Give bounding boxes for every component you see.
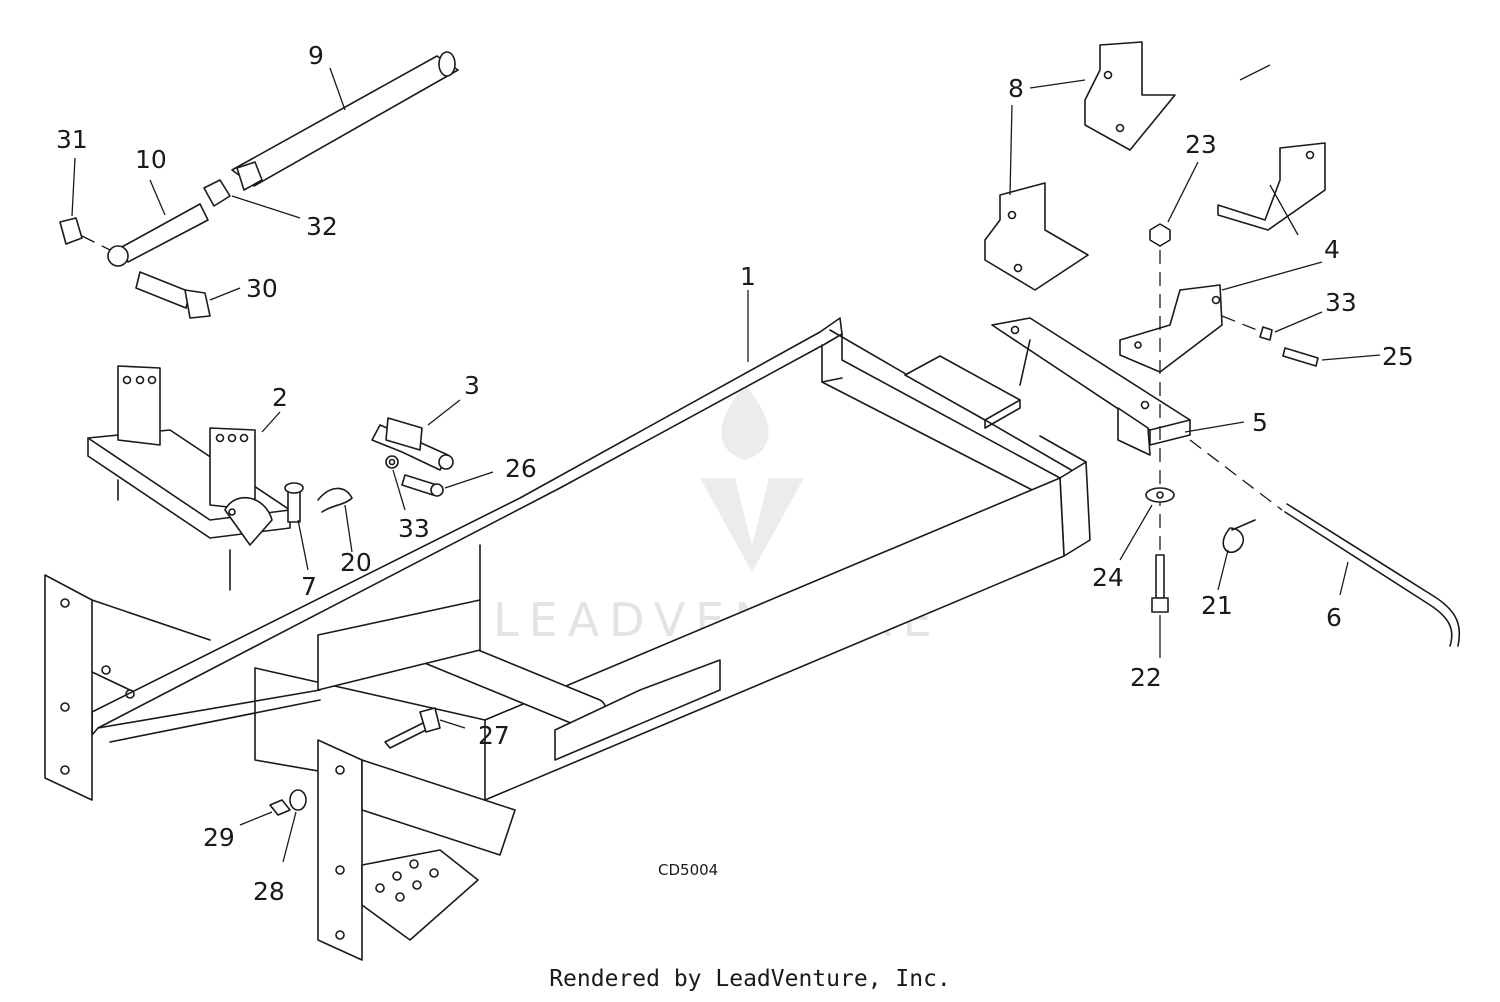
callout-5: 5: [1252, 408, 1268, 437]
pin-part-3: [371, 417, 454, 497]
callout-20: 20: [340, 548, 372, 577]
callout-6: 6: [1326, 603, 1342, 632]
pin-part-7: [284, 482, 353, 523]
callout-2: 2: [272, 383, 288, 412]
callout-22: 22: [1130, 663, 1162, 692]
callout-25: 25: [1382, 342, 1414, 371]
callout-8: 8: [1008, 74, 1024, 103]
brackets-part-8-4: [984, 41, 1326, 373]
rod-part-6-21: [1189, 439, 1461, 647]
tube-part-9: [59, 51, 459, 319]
callout-1: 1: [740, 262, 756, 291]
leader-lines: [71, 64, 1381, 863]
bracket-part-2: [87, 365, 291, 591]
callout-33-left: 33: [398, 514, 430, 543]
hardware-27-28-29: [269, 707, 441, 816]
callout-9: 9: [308, 41, 324, 70]
callout-24: 24: [1092, 563, 1124, 592]
callout-32: 32: [306, 212, 338, 241]
hardware-22-23-24-25: [1145, 223, 1319, 613]
callout-30: 30: [246, 274, 278, 303]
footer-credit: Rendered by LeadVenture, Inc.: [549, 966, 951, 992]
callout-27: 27: [478, 721, 510, 750]
callout-4-lower: 4: [1324, 235, 1340, 264]
rail-part-5: [991, 317, 1191, 456]
callout-23: 23: [1185, 130, 1217, 159]
callout-21: 21: [1201, 591, 1233, 620]
figure-code: CD5004: [658, 861, 718, 879]
callout-10: 10: [135, 145, 167, 174]
callout-3: 3: [464, 371, 480, 400]
callout-labels: 1 2 3 4 4 5 6 7 8 9 10 20 21 22 23 24 25…: [56, 41, 1414, 906]
frame-part-1: [44, 317, 1091, 961]
callout-31: 31: [56, 125, 88, 154]
callout-33-right: 33: [1325, 288, 1357, 317]
callout-26: 26: [505, 454, 537, 483]
callout-29: 29: [203, 823, 235, 852]
callout-28: 28: [253, 877, 285, 906]
callout-7: 7: [301, 572, 317, 601]
